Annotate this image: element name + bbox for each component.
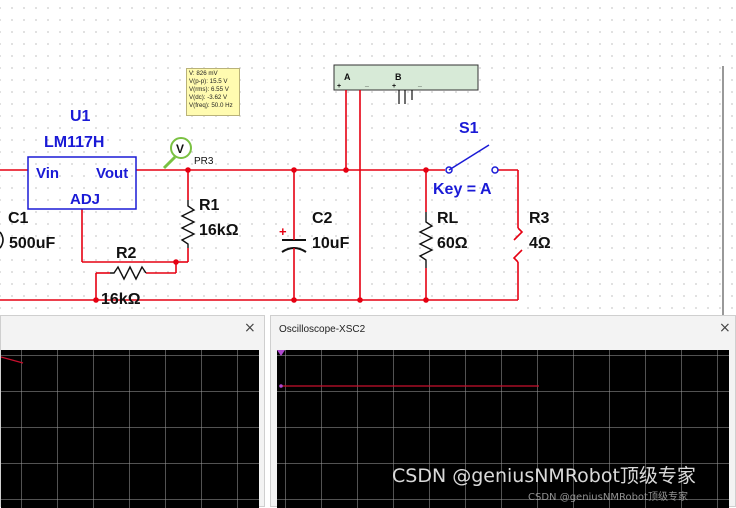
- u1-adj-pin: ADJ: [70, 191, 100, 208]
- oscilloscope-screen-1[interactable]: [1, 350, 259, 508]
- junction-dots: [93, 167, 429, 303]
- rl-value: 60Ω: [437, 235, 468, 252]
- u1-ref: U1: [70, 108, 91, 125]
- r1-ref: R1: [199, 197, 220, 214]
- s1-key: Key = A: [433, 181, 492, 198]
- r2-ref: R2: [116, 245, 137, 262]
- c2-value: 10uF: [312, 235, 350, 252]
- c1-ref: C1: [8, 210, 29, 227]
- probe-reading: V(p-p): 15.5 V: [189, 78, 228, 85]
- rl-ref: RL: [437, 210, 459, 227]
- resistor-r1[interactable]: R1 16kΩ: [180, 197, 239, 248]
- resistor-r2[interactable]: R2 16kΩ: [101, 245, 147, 308]
- channel-a-minus: _: [364, 81, 369, 88]
- switch-s1[interactable]: S1 Key = A: [433, 120, 499, 198]
- close-icon[interactable]: ×: [244, 320, 256, 336]
- schematic-canvas[interactable]: A B + _ + _: [0, 0, 736, 315]
- window-title: Oscilloscope-XSC2: [279, 324, 366, 335]
- channel-a-label: A: [344, 72, 351, 82]
- r3-value: 4Ω: [529, 235, 551, 252]
- u1-part: LM117H: [44, 134, 104, 151]
- channel-b-label: B: [395, 72, 402, 82]
- r1-value: 16kΩ: [199, 222, 239, 239]
- u1-vin-pin: Vin: [36, 165, 59, 182]
- r3-ref: R3: [529, 210, 550, 227]
- probe-reading: V(dc): -3.62 V: [189, 94, 228, 101]
- r2-value: 16kΩ: [101, 291, 141, 308]
- voltage-probe[interactable]: V PR3: [162, 137, 214, 170]
- probe-reading: V(freq): 50.0 Hz: [189, 102, 233, 109]
- channel-a-plus: +: [337, 83, 341, 90]
- trace-1: [1, 356, 24, 364]
- c2-ref: C2: [312, 210, 333, 227]
- resistor-rl[interactable]: RL 60Ω: [418, 210, 468, 268]
- capacitor-c2[interactable]: + C2 10uF: [279, 210, 350, 258]
- c1-value: 500uF: [9, 235, 55, 252]
- probe-reading: V(rms): 6.55 V: [189, 86, 229, 93]
- u1-vout-pin: Vout: [96, 165, 128, 182]
- instrument-block[interactable]: A B + _ + _: [333, 64, 479, 104]
- capacitor-c1[interactable]: C1 500uF: [0, 210, 55, 252]
- trace-2: [277, 350, 539, 388]
- watermark: CSDN @geniusNMRobot顶级专家: [392, 465, 696, 487]
- close-icon[interactable]: ×: [719, 320, 731, 336]
- circuit-diagram[interactable]: A B + _ + _: [0, 0, 736, 315]
- probe-v-icon: V: [176, 142, 184, 156]
- c2-polarity: +: [279, 224, 287, 239]
- probe-reading: V: 826 mV: [189, 70, 218, 77]
- oscilloscope-window-2[interactable]: Oscilloscope-XSC2 ×: [270, 315, 736, 508]
- trigger-marker-icon: [277, 350, 285, 356]
- watermark-small: CSDN @geniusNMRobot顶级专家: [528, 492, 688, 503]
- oscilloscope-window-1[interactable]: ×: [0, 315, 265, 508]
- regulator-u1[interactable]: U1 LM117H Vin Vout ADJ: [27, 108, 137, 210]
- probe-readout: V: 826 mV V(p-p): 15.5 V V(rms): 6.55 V …: [186, 68, 240, 116]
- s1-ref: S1: [459, 120, 479, 137]
- channel-b-minus: _: [417, 81, 422, 88]
- resistor-r3[interactable]: R3 4Ω: [512, 210, 551, 263]
- probe-ref: PR3: [194, 156, 214, 167]
- channel-b-plus: +: [392, 83, 396, 90]
- oscilloscope-screen-2[interactable]: [277, 350, 729, 508]
